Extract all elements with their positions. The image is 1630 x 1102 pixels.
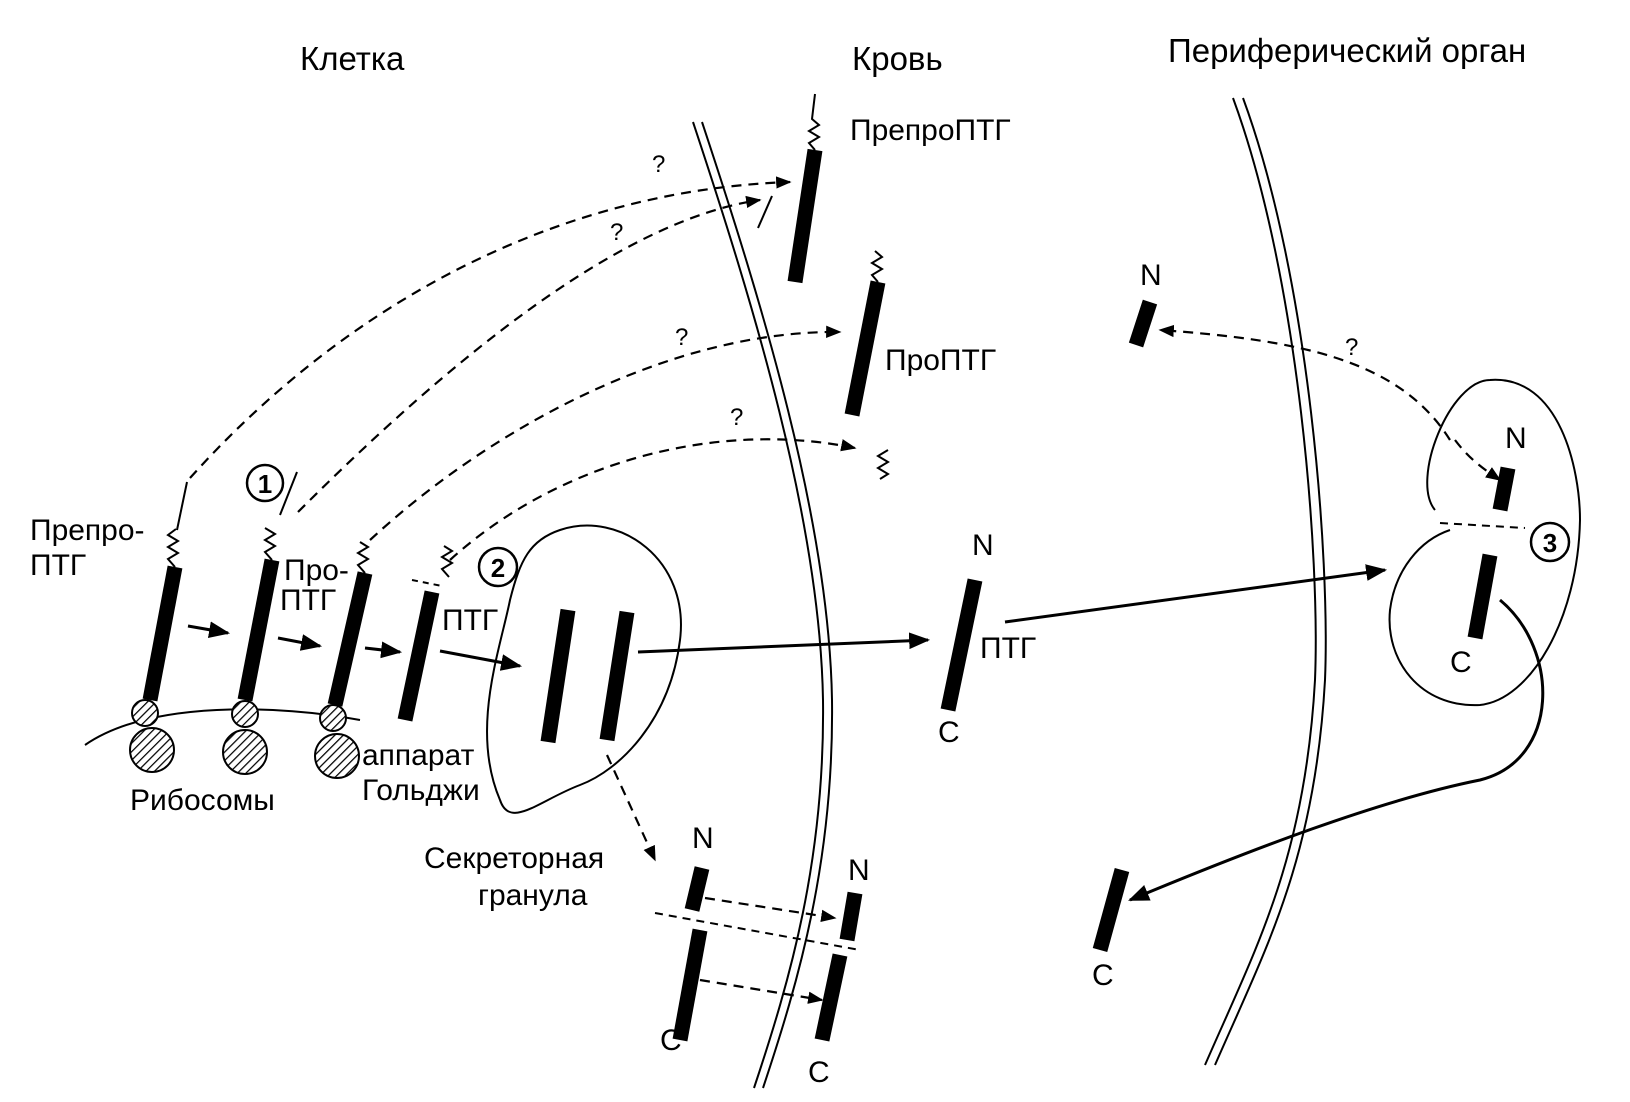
label-ribosomes: Рибосомы <box>130 784 275 817</box>
label-ptg-cell: ПТГ <box>442 604 498 637</box>
granule-fragment-arrow <box>605 754 657 862</box>
cell-peptides <box>142 471 454 722</box>
label-pro-ptg: Про- <box>284 554 349 587</box>
label-secretory-granule: Секреторная <box>424 842 604 875</box>
question-mark: ? <box>652 151 665 178</box>
label-c-terminus: C <box>938 716 960 749</box>
uncertain-secretion-arrows <box>189 176 857 561</box>
question-mark: ? <box>610 219 623 246</box>
header-peripheral-organ: Периферический орган <box>1168 32 1526 69</box>
cell-flow-arrows <box>187 621 523 671</box>
label-pro-ptg: ПТГ <box>280 584 336 617</box>
svg-text:3: 3 <box>1543 528 1557 558</box>
label-golgi: Гольджи <box>362 774 480 807</box>
step-2: 2 <box>477 546 519 588</box>
ribosomes <box>129 699 360 779</box>
er-membrane <box>84 708 361 746</box>
blood-peptides <box>757 93 983 712</box>
label-golgi: аппарат <box>362 739 475 772</box>
step-3: 3 <box>1529 521 1571 563</box>
label-c-terminus: C <box>1450 646 1472 679</box>
secretion-arrow <box>637 632 931 654</box>
fragments-lower <box>654 866 863 1042</box>
label-n-terminus: N <box>848 854 870 887</box>
step-1: 1 <box>245 463 285 503</box>
label-prepro-ptg: ПТГ <box>30 549 86 582</box>
label-n-terminus: N <box>972 529 994 562</box>
label-n-terminus: N <box>1140 259 1162 292</box>
label-ptg-blood: ПТГ <box>980 632 1036 665</box>
label-pro-ptg-blood: ПроПТГ <box>885 344 996 377</box>
svg-text:2: 2 <box>491 553 505 583</box>
question-mark: ? <box>1345 334 1358 361</box>
label-c-terminus: C <box>660 1024 682 1057</box>
question-mark: ? <box>730 404 743 431</box>
label-c-terminus: C <box>808 1056 830 1089</box>
question-mark: ? <box>675 324 688 351</box>
label-prepro-ptg-blood: ПрепроПТГ <box>850 114 1011 147</box>
organ-cell <box>1092 299 1582 952</box>
label-n-terminus: N <box>692 822 714 855</box>
ptg-to-organ-arrow <box>1004 564 1388 624</box>
header-blood: Кровь <box>852 40 943 77</box>
label-secretory-granule: гранула <box>478 879 588 912</box>
organ-membrane <box>1204 97 1327 1066</box>
cell-membrane <box>692 121 834 1089</box>
label-n-terminus: N <box>1505 422 1527 455</box>
header-cell: Клетка <box>300 40 405 77</box>
label-c-terminus: C <box>1092 959 1114 992</box>
secretory-granule <box>486 524 682 814</box>
label-prepro-ptg: Препро- <box>30 514 145 547</box>
svg-text:1: 1 <box>258 469 272 499</box>
